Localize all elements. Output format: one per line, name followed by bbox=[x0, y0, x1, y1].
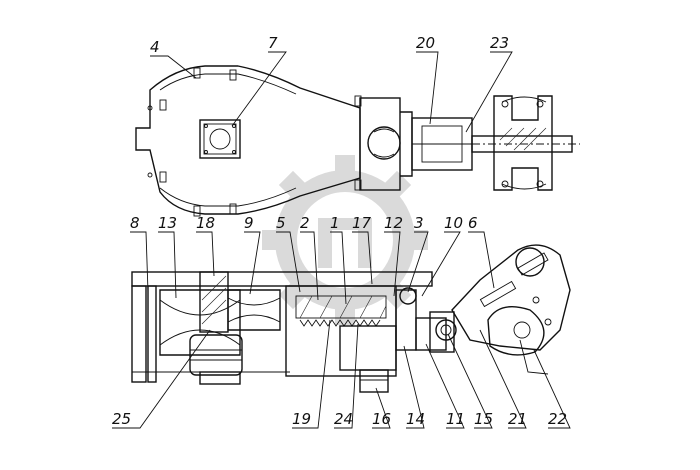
callout-15: 15 bbox=[474, 410, 493, 428]
callout-16: 16 bbox=[372, 410, 391, 428]
callout-14: 14 bbox=[406, 410, 425, 428]
leader-lines bbox=[112, 51, 571, 429]
callout-12: 12 bbox=[384, 214, 403, 232]
callout-20: 20 bbox=[416, 34, 435, 52]
callout-22: 22 bbox=[548, 410, 567, 428]
callout-1: 1 bbox=[330, 214, 340, 232]
callout-17: 17 bbox=[352, 214, 372, 232]
housing-bolts bbox=[147, 67, 362, 217]
callout-2: 2 bbox=[300, 214, 310, 232]
watermark-gear-logo bbox=[262, 155, 428, 325]
callout-5: 5 bbox=[276, 214, 286, 232]
callout-11: 11 bbox=[446, 410, 465, 428]
callout-21: 21 bbox=[508, 410, 527, 428]
callout-25: 25 bbox=[112, 410, 131, 428]
top-view bbox=[135, 65, 580, 217]
callout-labels: 4 7 20 23 8 13 18 9 5 2 1 17 12 3 10 6 2… bbox=[112, 34, 567, 428]
callout-13: 13 bbox=[158, 214, 177, 232]
callout-8: 8 bbox=[130, 214, 140, 232]
callout-10: 10 bbox=[444, 214, 463, 232]
callout-4: 4 bbox=[150, 38, 160, 56]
callout-7: 7 bbox=[268, 34, 278, 52]
callout-23: 23 bbox=[490, 34, 509, 52]
callout-24: 24 bbox=[334, 410, 353, 428]
callout-19: 19 bbox=[292, 410, 311, 428]
callout-18: 18 bbox=[196, 214, 215, 232]
callout-6: 6 bbox=[468, 214, 478, 232]
callout-3: 3 bbox=[414, 214, 424, 232]
callout-9: 9 bbox=[244, 214, 254, 232]
